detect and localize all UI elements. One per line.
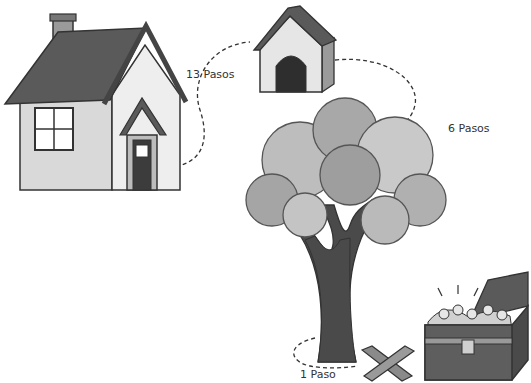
coin xyxy=(467,309,477,319)
coin xyxy=(483,305,493,315)
tree-foliage xyxy=(283,193,327,237)
window-bar xyxy=(35,128,73,130)
tree xyxy=(246,98,446,362)
chest-body xyxy=(425,306,528,380)
step-label: 6 Pasos xyxy=(448,122,490,135)
doghouse-side xyxy=(322,38,334,92)
house xyxy=(5,14,186,190)
door-window xyxy=(136,145,148,157)
chimney-cap xyxy=(50,14,76,21)
chest-front xyxy=(425,325,512,380)
coin xyxy=(439,309,449,319)
doghouse xyxy=(254,6,336,92)
coin xyxy=(453,305,463,315)
tree-foliage xyxy=(361,196,409,244)
doghouse-roof xyxy=(254,6,336,50)
chest-lock xyxy=(462,340,474,354)
x-stroke xyxy=(364,346,414,381)
door xyxy=(133,140,151,190)
sparkle xyxy=(457,285,458,294)
sparkle xyxy=(474,288,478,296)
window xyxy=(35,108,73,150)
tree-trunk xyxy=(305,236,356,362)
coin xyxy=(497,310,507,320)
house-wall xyxy=(20,95,112,190)
treasure-chest xyxy=(425,272,528,380)
x-mark xyxy=(362,346,414,381)
porch xyxy=(127,135,157,190)
step-label: 13 Pasos xyxy=(186,68,235,81)
porch-roof xyxy=(120,98,166,135)
doghouse-door xyxy=(276,56,306,92)
chest-lid xyxy=(470,272,528,320)
tree-foliage xyxy=(320,145,380,205)
step-label: 1 Paso xyxy=(300,368,336,381)
roof-trim xyxy=(104,26,186,104)
sparkle xyxy=(438,288,442,296)
